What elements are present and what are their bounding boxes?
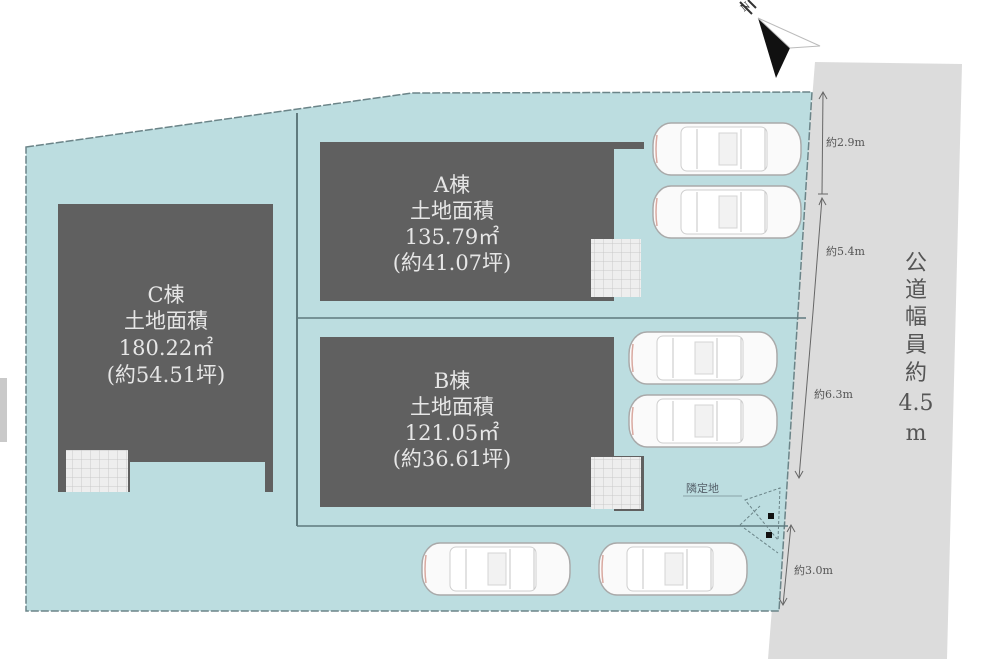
frontage-dimensions <box>778 90 828 607</box>
building-c-area: 180.22㎡ <box>119 336 213 360</box>
svg-text:公: 公 <box>905 251 927 276</box>
svg-text:m: m <box>906 421 927 446</box>
building-a-tsubo: (約41.07坪) <box>393 251 512 275</box>
frontage-dim-3: 約6.3m <box>814 387 853 401</box>
public-road <box>768 62 962 659</box>
frontage-dim-2: 約5.4m <box>826 244 865 258</box>
building-b-name: B棟 <box>434 369 470 393</box>
building-b-label: 土地面積 <box>410 395 494 419</box>
entry-tile-icon <box>591 457 641 509</box>
building-c-tsubo: (約54.51坪) <box>107 363 226 387</box>
building-c-name: C棟 <box>147 283 184 307</box>
building-c-label: 土地面積 <box>124 309 208 333</box>
car-icon <box>598 542 748 596</box>
car-icon <box>628 331 778 385</box>
car-icon <box>652 185 802 239</box>
building-a-area: 135.79㎡ <box>405 225 499 249</box>
edge-artifact <box>0 378 7 442</box>
boundary-marker: 隣定地 <box>683 481 781 554</box>
entry-tile-icon <box>66 450 128 492</box>
building-a-label: 土地面積 <box>410 199 494 223</box>
marker-label: 隣定地 <box>686 481 719 495</box>
road-label: 公 道 幅 員 約 4.5 m <box>899 251 934 446</box>
north-arrow-icon: N <box>739 0 821 78</box>
car-icon <box>421 542 571 596</box>
building-a-name: A棟 <box>433 173 470 197</box>
svg-text:約: 約 <box>905 361 927 386</box>
svg-text:4.5: 4.5 <box>899 391 934 416</box>
building-b[interactable]: B棟 土地面積 121.05㎡ (約36.61坪) <box>320 337 644 511</box>
building-a[interactable]: A棟 土地面積 135.79㎡ (約41.07坪) <box>320 142 644 301</box>
frontage-dim-1: 約2.9m <box>826 135 865 149</box>
svg-text:幅: 幅 <box>905 305 927 330</box>
building-c[interactable]: C棟 土地面積 180.22㎡ (約54.51坪) <box>58 204 273 492</box>
entry-tile-icon <box>591 239 641 297</box>
car-icon <box>628 394 778 448</box>
building-b-area: 121.05㎡ <box>405 421 499 445</box>
car-icon <box>652 122 802 176</box>
building-b-tsubo: (約36.61坪) <box>393 447 512 471</box>
svg-text:員: 員 <box>905 333 927 358</box>
svg-text:道: 道 <box>905 278 927 303</box>
frontage-dim-4: 約3.0m <box>794 563 833 577</box>
